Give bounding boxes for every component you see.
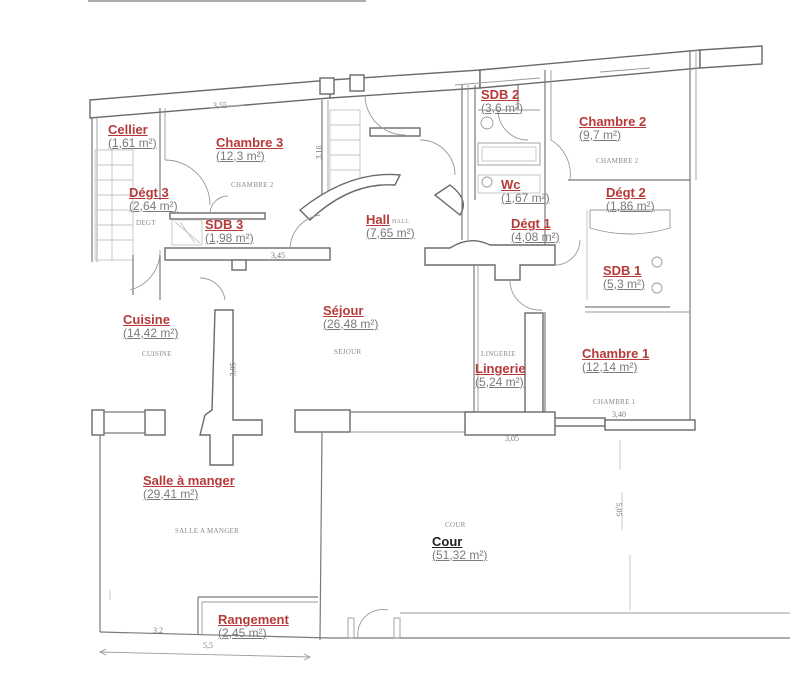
room-degt-1: Dégt 1 (4,08 m²) — [511, 217, 560, 243]
room-hall: Hall (7,65 m²) — [366, 213, 415, 239]
room-area: (4,08 m²) — [511, 229, 560, 244]
room-area: (1,61 m²) — [108, 135, 157, 150]
room-name: Chambre 1 — [582, 346, 650, 361]
room-stamp-sejour: SEJOUR — [334, 348, 362, 356]
room-name: SDB 2 — [481, 87, 520, 102]
central-pier — [199, 277, 263, 466]
room-area: (3,6 m²) — [481, 100, 523, 115]
dimension-line-bottom — [99, 651, 311, 658]
room-name: Cuisine — [123, 312, 170, 327]
room-rangement: Rangement (2,45 m²) — [218, 613, 289, 639]
room-stamp-cuisine: CUISINE — [142, 350, 172, 358]
room-stamp-cour: COUR — [445, 521, 466, 529]
central-staircase — [321, 94, 456, 200]
room-salle-a-manger: Salle à manger (29,41 m²) — [143, 474, 235, 500]
dimension-stair: 3,16 — [314, 145, 324, 160]
room-name: SDB 3 — [205, 217, 244, 232]
room-area: (7,65 m²) — [366, 225, 415, 240]
room-area: (2,64 m²) — [129, 198, 178, 213]
room-chambre-2: Chambre 2 (9,7 m²) — [579, 115, 646, 141]
room-degt-2: Dégt 2 (1,86 m²) — [606, 186, 655, 212]
room-area: (26,48 m²) — [323, 316, 379, 331]
room-stamp-degt-3: DEGT — [136, 219, 156, 227]
room-area: (5,24 m²) — [475, 374, 524, 389]
dimension-chambre1-wall: 3,40 — [612, 410, 626, 419]
room-lingerie: Lingerie (5,24 m²) — [475, 362, 526, 388]
room-stamp-chambre-2: CHAMBRE 2 — [596, 157, 639, 165]
room-cour: Cour (51,32 m²) — [432, 535, 487, 561]
room-chambre-1: Chambre 1 (12,14 m²) — [582, 347, 649, 373]
wall-upper-horizontal-left — [164, 247, 331, 271]
room-sdb-2: SDB 2 (3,6 m²) — [481, 88, 523, 114]
room-stamp-salle-a-manger: SALLE A MANGER — [175, 527, 240, 535]
room-cellier: Cellier (1,61 m²) — [108, 123, 157, 149]
room-area: (1,67 m²) — [501, 190, 550, 205]
room-area: (29,41 m²) — [143, 486, 199, 501]
wall-sejour-cour — [294, 409, 351, 433]
dimension-top-cellier: 3,55 — [213, 101, 227, 110]
sdb2-fixtures — [474, 85, 541, 200]
rangement-walls — [197, 596, 318, 635]
room-stamp-chambre-3: CHAMBRE 2 — [231, 181, 274, 189]
room-sdb-1: SDB 1 (5,3 m²) — [603, 264, 645, 290]
wall-salle-cour — [319, 431, 323, 641]
wall-cuisine-salle — [91, 409, 166, 436]
room-degt-3: Dégt 3 (2,64 m²) — [129, 186, 178, 212]
room-name: Salle à manger — [143, 473, 235, 488]
dimension-sejour-wall: 3,05 — [228, 362, 238, 377]
room-sdb-3: SDB 3 (1,98 m²) — [205, 218, 254, 244]
room-name: Dégt 2 — [606, 185, 646, 200]
room-area: (12,3 m²) — [216, 148, 265, 163]
room-name: Dégt 3 — [129, 185, 169, 200]
room-name: Chambre 2 — [579, 114, 647, 129]
room-area: (9,7 m²) — [579, 127, 621, 142]
room-name: Cour — [432, 534, 463, 549]
dimension-hall-wall: 3,45 — [271, 251, 285, 260]
staircase-cellier — [94, 149, 134, 261]
room-cuisine: Cuisine (14,42 m²) — [123, 313, 178, 339]
room-name: Rangement — [218, 612, 289, 627]
room-name: Lingerie — [475, 361, 526, 376]
room-area: (5,3 m²) — [603, 276, 645, 291]
room-name: Chambre 3 — [216, 135, 284, 150]
room-name: Wc — [501, 177, 521, 192]
dimension-bottom-left: 3,2 — [153, 626, 163, 635]
dimension-lingerie-bottom: 3,05 — [505, 434, 519, 443]
hall-curved-wall — [298, 173, 402, 221]
room-area: (14,42 m²) — [123, 325, 179, 340]
room-name: SDB 1 — [603, 263, 642, 278]
room-name: Hall — [366, 212, 390, 227]
room-wc: Wc (1,67 m²) — [501, 178, 550, 204]
dimension-cour-right: 5,05 — [614, 502, 624, 517]
dimension-bottom-total: 5,5 — [203, 641, 213, 650]
door-chambre3 — [164, 159, 211, 206]
room-area: (51,32 m²) — [432, 547, 488, 562]
wall-upper-horizontal-right — [424, 240, 556, 281]
room-stamp-hall: HALL — [392, 219, 410, 225]
sdb3-walls — [169, 195, 266, 246]
exterior-wall-top — [89, 45, 763, 119]
room-chambre-3: Chambre 3 (12,3 m²) — [216, 136, 283, 162]
room-area: (1,98 m²) — [205, 230, 254, 245]
room-area: (1,86 m²) — [606, 198, 655, 213]
room-name: Cellier — [108, 122, 148, 137]
room-stamp-chambre-1: CHAMBRE 1 — [593, 398, 636, 406]
room-area: (2,45 m²) — [218, 625, 267, 640]
room-sejour: Séjour (26,48 m²) — [323, 304, 378, 330]
lingerie-walls — [473, 265, 544, 414]
room-name: Séjour — [323, 303, 364, 318]
cour-gate — [347, 609, 790, 639]
room-stamp-lingerie: LINGERIE — [481, 350, 516, 358]
sdb1-fixtures — [554, 209, 690, 313]
room-area: (12,14 m²) — [582, 359, 638, 374]
room-name: Dégt 1 — [511, 216, 551, 231]
